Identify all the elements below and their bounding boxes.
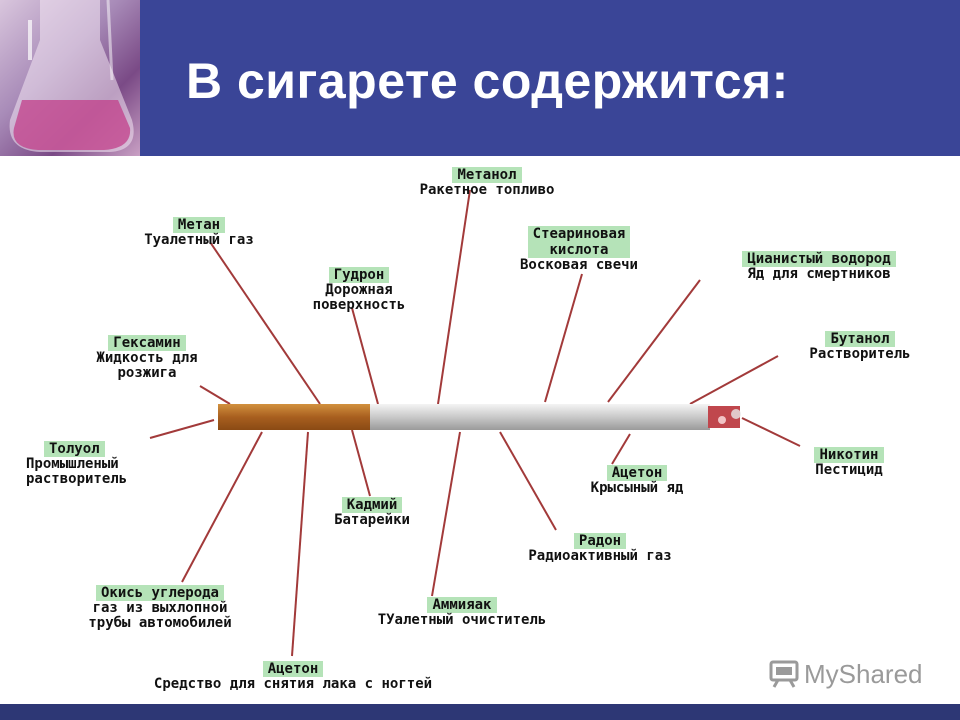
connector-metanol [437,189,471,405]
cigarette [218,404,741,430]
item-stearic-acid: Стеариновая кислота Восковая свечи [484,226,674,273]
item-name: Аммияак [427,597,497,613]
connector-lines [149,189,801,657]
connector-cyanide [607,279,701,403]
ember-glow [718,416,726,424]
connector-acetone-2 [291,431,309,657]
connector-hexamine [199,385,231,405]
item-desc: Туалетный газ [144,232,254,248]
item-desc: Ракетное топливо [419,182,555,198]
item-desc: ТУалетный очиститель [377,612,547,628]
connector-ammonia [431,431,461,597]
item-ammonia: Аммияак ТУалетный очиститель [312,594,612,628]
slide-header: В сигарете содержится: [0,0,960,156]
item-name: Бутанол [825,331,895,347]
connector-radon [499,431,557,531]
connector-stearic [544,273,583,403]
item-gudron: Гудрон Дорожная поверхность [274,264,444,313]
item-desc: Крысыный яд [590,480,684,496]
item-name: Гексамин [108,335,186,351]
connector-butanol [689,355,779,405]
connector-nicotine [741,417,801,447]
connector-co [181,431,263,583]
item-toluol: Толуол Промышленый растворитель [18,438,198,487]
item-name: Ацетон [606,465,668,481]
item-metan: Метан Туалетный газ [104,214,294,248]
item-cyanide: Цианистый водород Яд для смертников [694,248,944,282]
item-name: Окись углерода [95,585,224,601]
item-name: Радон [573,533,627,549]
item-name: Толуол [44,441,105,457]
slide-title: В сигарете содержится: [186,53,789,109]
item-carbon-monoxide: Окись углерода газ из выхлопной трубы ав… [30,582,290,631]
item-butanol: Бутанол Растворитель [770,328,950,362]
watermark-text: MyShared [804,658,923,689]
item-name: Метан [172,217,226,233]
item-desc: Жидкость для розжига [96,350,198,381]
item-acetone-nail: Ацетон Средство для снятия лака с ногтей [58,658,528,692]
item-desc: Растворитель [809,346,911,362]
item-name: Никотин [814,447,884,463]
item-name: Метанол [452,167,522,183]
connector-gudron [351,307,379,405]
item-desc: Радиоактивный газ [528,548,672,564]
diagram-graphics [149,189,801,657]
slide-footer-bar [0,704,960,720]
cigarette-paper [370,404,710,430]
item-nicotine: Никотин Пестицид [782,444,916,478]
ember-ash [731,409,741,419]
connector-toluol [149,419,215,439]
watermark: MyShared [768,656,923,692]
item-acetone-poison: Ацетон Крысыный яд [552,462,722,496]
flask-image [0,0,140,156]
item-desc: Средство для снятия лака с ногтей [153,676,433,692]
item-desc: Яд для смертников [747,266,891,282]
item-desc: газ из выхлопной трубы автомобилей [88,600,232,631]
item-name: Цианистый водород [742,251,896,267]
item-name: Стеариновая кислота [527,226,631,258]
item-cadmium: Кадмий Батарейки [304,494,440,528]
item-name: Ацетон [262,661,324,677]
item-desc: Пестицид [815,462,883,478]
item-desc: Батарейки [334,512,410,528]
item-name: Кадмий [341,497,403,513]
connector-acetone-1 [611,433,631,465]
item-metanol: Метанол Ракетное топливо [372,164,602,198]
connector-cadmium [351,429,371,497]
item-desc: Восковая свечи [519,257,638,273]
connector-metan [209,241,321,405]
item-desc: Промышленый растворитель [26,456,128,487]
item-radon: Радон Радиоактивный газ [480,530,720,564]
myshared-icon [768,656,800,692]
item-desc: Дорожная поверхность [312,282,406,313]
item-name: Гудрон [328,267,390,283]
cigarette-filter [218,404,370,430]
cigarette-diagram: Метанол Ракетное топливо Метан Туалетный… [0,156,960,704]
item-hexamine: Гексамин Жидкость для розжига [52,332,242,381]
